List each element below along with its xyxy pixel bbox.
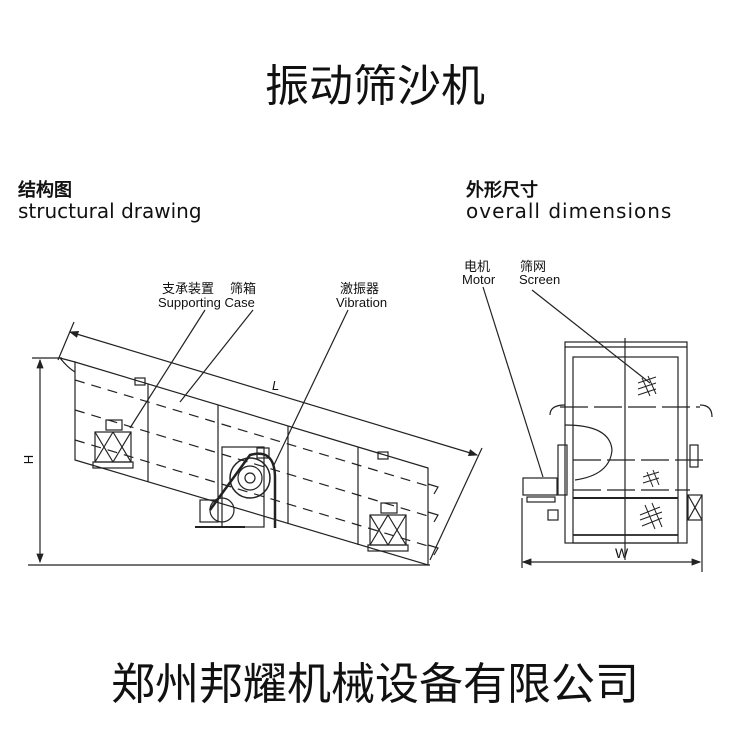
- dimensions-heading-en: overall dimensions: [466, 199, 673, 223]
- structural-drawing: [28, 309, 483, 566]
- dim-L-ext-left: [57, 321, 75, 361]
- dim-L-line: [68, 330, 479, 457]
- discharge-lips: [427, 483, 439, 556]
- side-lugs: [549, 404, 713, 418]
- supporting-spring-right: [367, 502, 409, 552]
- label-screen-en: Screen: [519, 272, 561, 287]
- leader-support: [129, 309, 206, 429]
- label-motor-zh: 电机: [464, 260, 491, 275]
- overall-dimensions-drawing: [482, 286, 713, 572]
- label-vibration-en: Vibration: [336, 295, 388, 310]
- screen-box-outline: [74, 361, 429, 566]
- leader-vibration: [272, 309, 349, 468]
- dim-L-ext-right: [429, 447, 483, 561]
- motor: [522, 477, 558, 496]
- leader-motor: [482, 286, 544, 478]
- supporting-spring-left: [92, 419, 134, 469]
- label-support-en: Supporting Case: [158, 295, 255, 310]
- dimensions-heading-zh: 外形尺寸: [466, 180, 538, 201]
- box-dividers: [147, 384, 359, 545]
- frame-outer: [564, 341, 688, 544]
- leader-screen: [531, 289, 651, 384]
- label-screen-zh: 筛网: [520, 260, 547, 275]
- structural-heading-en: structural drawing: [18, 199, 202, 223]
- pulley: [557, 444, 568, 496]
- structural-heading-zh: 结构图: [18, 180, 72, 201]
- feed-lip: [59, 357, 76, 373]
- belt-guard: [564, 424, 613, 481]
- screen-mesh-icons: [637, 375, 663, 530]
- label-motor-en: Motor: [462, 272, 496, 287]
- screen-decks-dashed: [74, 379, 429, 547]
- label-support-zh: 支承装置: [162, 282, 215, 297]
- leader-case: [179, 309, 254, 403]
- page-title: 振动筛沙机: [265, 61, 485, 112]
- company-name: 郑州邦耀机械设备有限公司: [111, 659, 639, 710]
- label-case-zh: 筛箱: [230, 282, 257, 297]
- label-vibration-zh: 激振器: [340, 282, 380, 297]
